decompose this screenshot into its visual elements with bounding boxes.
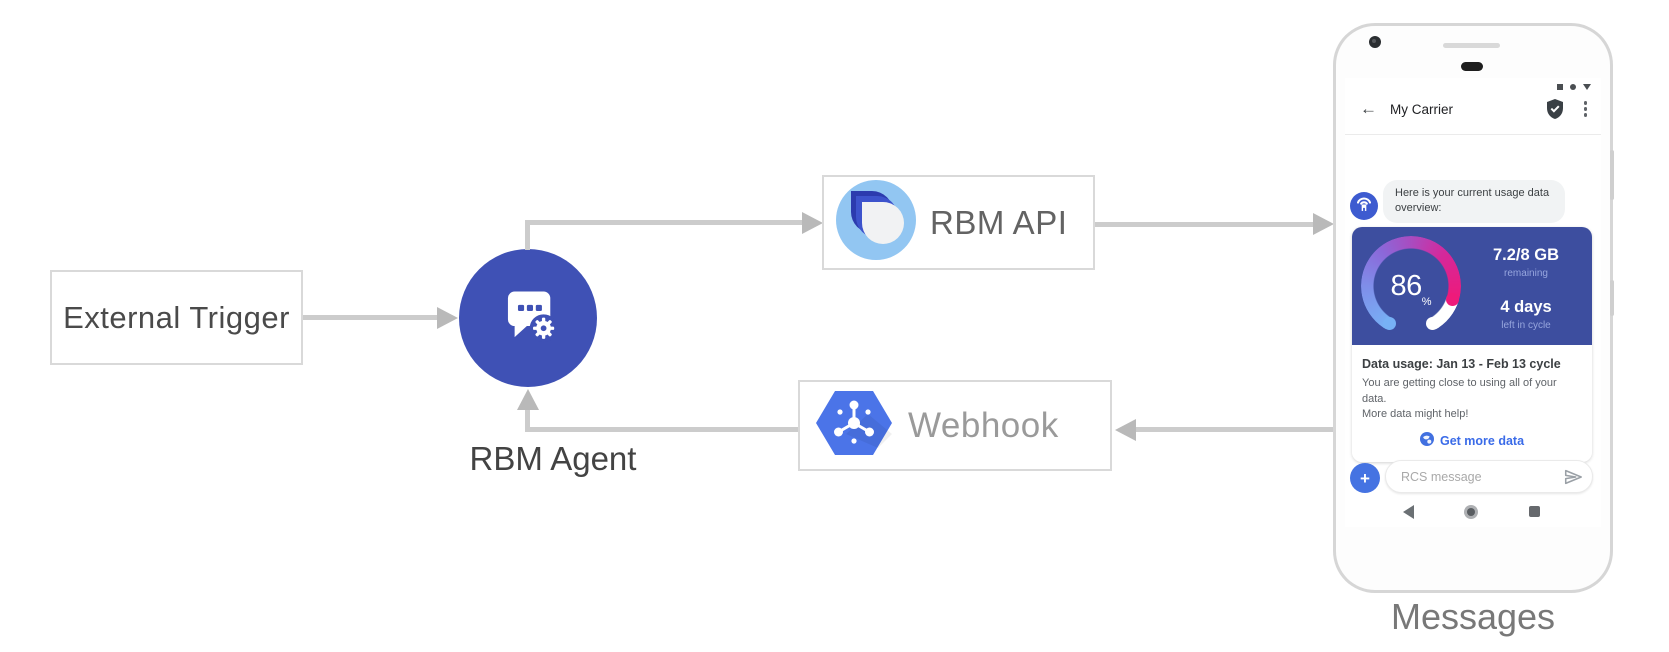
connector-webhook-to-agent-horizontal	[525, 427, 798, 432]
front-camera-icon	[1369, 36, 1381, 48]
gauge-cap-start	[1383, 317, 1396, 330]
back-arrow-icon[interactable]: ←	[1360, 99, 1377, 118]
remaining-value: 7.2/8 GB	[1492, 246, 1560, 264]
connector-phone-to-webhook	[1136, 427, 1333, 432]
attach-plus-button[interactable]: +	[1350, 463, 1380, 493]
gauge-cap-end	[1446, 293, 1459, 306]
header-divider	[1345, 134, 1601, 135]
status-bar	[1557, 82, 1591, 92]
status-square-icon	[1557, 84, 1563, 90]
days-value: 4 days	[1500, 298, 1552, 316]
connector-api-to-phone	[1095, 222, 1313, 227]
remaining-label: remaining	[1504, 268, 1548, 279]
power-button[interactable]	[1610, 150, 1614, 200]
connector-agent-to-api-vertical	[525, 224, 530, 250]
webhook-node: Webhook	[798, 380, 1112, 471]
rbm-agent-node	[459, 249, 597, 387]
usage-card-hero: 86 % 7.2/8 GB remaining 4 days left in c…	[1352, 227, 1592, 345]
chat-bubble: Here is your current usage data overview…	[1383, 180, 1565, 223]
phone-mockup: ← My Carrier	[1333, 23, 1614, 593]
verified-shield-icon	[1545, 98, 1565, 125]
agent-avatar	[1350, 192, 1378, 220]
external-trigger-label: External Trigger	[63, 299, 290, 335]
nav-home-button[interactable]	[1464, 505, 1478, 519]
usage-card-text: You are getting close to using all of yo…	[1362, 377, 1557, 421]
arrowhead-left-icon	[1115, 419, 1136, 441]
usage-stats: 7.2/8 GB remaining 4 days left in cycle	[1466, 227, 1586, 345]
arrowhead-up-icon	[517, 389, 539, 410]
chat-bubble-gear-icon	[489, 277, 567, 360]
send-icon[interactable]	[1560, 464, 1586, 490]
arrowhead-right-icon	[437, 307, 458, 329]
webhook-label: Webhook	[908, 405, 1059, 445]
gauge-cap-white	[1426, 317, 1439, 330]
gauge-percent: 86 %	[1390, 269, 1432, 309]
get-more-data-label: Get more data	[1439, 434, 1525, 449]
globe-icon	[1419, 431, 1434, 451]
usage-card: 86 % 7.2/8 GB remaining 4 days left in c…	[1352, 227, 1592, 462]
conversation-title: My Carrier	[1390, 102, 1453, 117]
earpiece-icon	[1461, 62, 1483, 71]
gauge-ring	[1361, 236, 1461, 336]
arrowhead-right-icon	[1313, 213, 1334, 235]
connector-webhook-to-agent-vertical	[525, 410, 530, 432]
overflow-menu-icon[interactable]	[1583, 101, 1587, 117]
usage-gauge: 86 %	[1361, 236, 1461, 336]
usage-card-title: Data usage: Jan 13 - Feb 13 cycle	[1362, 357, 1561, 371]
status-triangle-icon	[1583, 84, 1591, 90]
message-compose-bar	[1385, 460, 1593, 493]
connector-trigger-to-agent	[303, 315, 437, 320]
rcs-message-input[interactable]	[1386, 469, 1560, 484]
volume-button[interactable]	[1610, 280, 1614, 316]
webhook-hexagon-icon	[816, 390, 892, 461]
get-more-data-button[interactable]: Get more data	[1362, 431, 1582, 451]
nav-recents-button[interactable]	[1529, 506, 1540, 517]
status-dot-icon	[1570, 84, 1576, 90]
phone-screen: ← My Carrier	[1345, 78, 1601, 527]
speaker-grill-icon	[1443, 43, 1500, 48]
rbm-api-node: RBM API	[822, 175, 1095, 270]
external-trigger-node: External Trigger	[50, 270, 303, 365]
plus-icon: +	[1360, 468, 1370, 488]
rbm-api-label: RBM API	[930, 203, 1068, 241]
rbm-agent-label: RBM Agent	[469, 440, 637, 477]
usage-card-body: Data usage: Jan 13 - Feb 13 cycle You ar…	[1352, 345, 1592, 462]
rbm-api-logo-icon	[836, 180, 916, 265]
antenna-broadcast-icon	[1351, 191, 1377, 222]
arrowhead-right-icon	[802, 212, 823, 234]
messages-caption: Messages	[1390, 596, 1556, 637]
days-label: left in cycle	[1501, 320, 1551, 331]
connector-agent-to-api-horizontal	[525, 220, 802, 225]
nav-back-button[interactable]	[1403, 505, 1414, 519]
